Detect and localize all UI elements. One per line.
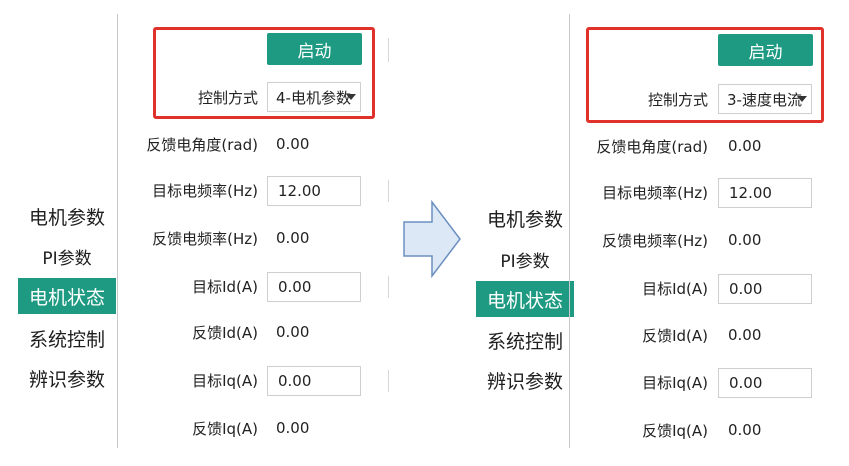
feedback-freq-value: 0.00 (728, 231, 762, 249)
highlight-box (153, 27, 375, 119)
sidebar-item-pi-params[interactable]: PI参数 (500, 251, 550, 272)
sidebar-item-identify-params[interactable]: 辨识参数 (28, 368, 105, 391)
sidebar-item-system-control[interactable]: 系统控制 (28, 328, 105, 351)
feedback-angle-label: 反馈电角度(rad) (596, 137, 708, 156)
sidebar-item-motor-status[interactable]: 电机状态 (476, 281, 574, 317)
chevron-down-icon (346, 94, 356, 100)
feedback-freq-label: 反馈电频率(Hz) (152, 229, 258, 248)
start-button[interactable]: 启动 (267, 33, 362, 65)
target-id-input[interactable]: 0.00 (718, 274, 812, 304)
sidebar-item-pi-params[interactable]: PI参数 (42, 248, 92, 269)
sidebar-divider (569, 14, 570, 448)
target-freq-label: 目标电频率(Hz) (602, 183, 708, 202)
field-labels: 控制方式 反馈电角度(rad) 目标电频率(Hz) 反馈电频率(Hz) 目标Id… (570, 0, 708, 466)
divider (388, 276, 389, 298)
feedback-id-value: 0.00 (728, 326, 762, 344)
control-mode-select[interactable]: 4-电机参数 (267, 82, 361, 112)
target-iq-label: 目标Iq(A) (642, 373, 708, 392)
feedback-id-label: 反馈Id(A) (192, 323, 258, 342)
sidebar-item-motor-status[interactable]: 电机状态 (18, 278, 116, 314)
control-mode-label: 控制方式 (197, 88, 258, 107)
start-button[interactable]: 启动 (718, 34, 813, 66)
target-id-label: 目标Id(A) (192, 277, 258, 296)
sidebar-nav: 电机参数 PI参数 电机状态 系统控制 辨识参数 (0, 0, 118, 466)
target-iq-label: 目标Iq(A) (192, 371, 258, 390)
highlight-box (586, 27, 824, 123)
control-mode-value: 3-速度电流 (727, 90, 802, 109)
feedback-id-value: 0.00 (276, 323, 310, 341)
divider (388, 370, 389, 392)
panel-before: 电机参数 PI参数 电机状态 系统控制 辨识参数 启动 控制方式 反馈电角度(r… (0, 0, 390, 466)
control-mode-value: 4-电机参数 (276, 88, 351, 107)
divider (388, 38, 389, 62)
feedback-iq-value: 0.00 (728, 421, 762, 439)
target-freq-label: 目标电频率(Hz) (152, 181, 258, 200)
sidebar-item-motor-params[interactable]: 电机参数 (486, 208, 563, 231)
feedback-iq-label: 反馈Iq(A) (192, 419, 258, 438)
target-iq-input[interactable]: 0.00 (267, 366, 361, 396)
divider (388, 180, 389, 202)
feedback-angle-value: 0.00 (276, 135, 310, 153)
panel-after: 电机参数 PI参数 电机状态 系统控制 辨识参数 启动 控制方式 反馈电角度(r… (458, 0, 848, 466)
feedback-id-label: 反馈Id(A) (642, 326, 708, 345)
sidebar-nav: 电机参数 PI参数 电机状态 系统控制 辨识参数 (458, 0, 576, 466)
feedback-freq-label: 反馈电频率(Hz) (602, 231, 708, 250)
target-id-input[interactable]: 0.00 (267, 272, 361, 302)
sidebar-item-motor-params[interactable]: 电机参数 (28, 206, 105, 229)
target-freq-input[interactable]: 12.00 (267, 176, 361, 206)
control-mode-label: 控制方式 (647, 90, 708, 109)
sidebar-item-identify-params[interactable]: 辨识参数 (486, 370, 563, 393)
chevron-down-icon (797, 96, 807, 102)
sidebar-item-system-control[interactable]: 系统控制 (486, 330, 563, 353)
target-iq-input[interactable]: 0.00 (718, 368, 812, 398)
feedback-iq-label: 反馈Iq(A) (642, 421, 708, 440)
control-mode-select[interactable]: 3-速度电流 (718, 84, 812, 114)
feedback-angle-label: 反馈电角度(rad) (146, 135, 258, 154)
feedback-angle-value: 0.00 (728, 137, 762, 155)
feedback-freq-value: 0.00 (276, 229, 310, 247)
feedback-iq-value: 0.00 (276, 419, 310, 437)
field-labels: 控制方式 反馈电角度(rad) 目标电频率(Hz) 反馈电频率(Hz) 目标Id… (120, 0, 258, 466)
target-id-label: 目标Id(A) (642, 279, 708, 298)
target-freq-input[interactable]: 12.00 (718, 178, 812, 208)
sidebar-divider (117, 14, 118, 448)
arrow-right-icon (403, 200, 461, 278)
